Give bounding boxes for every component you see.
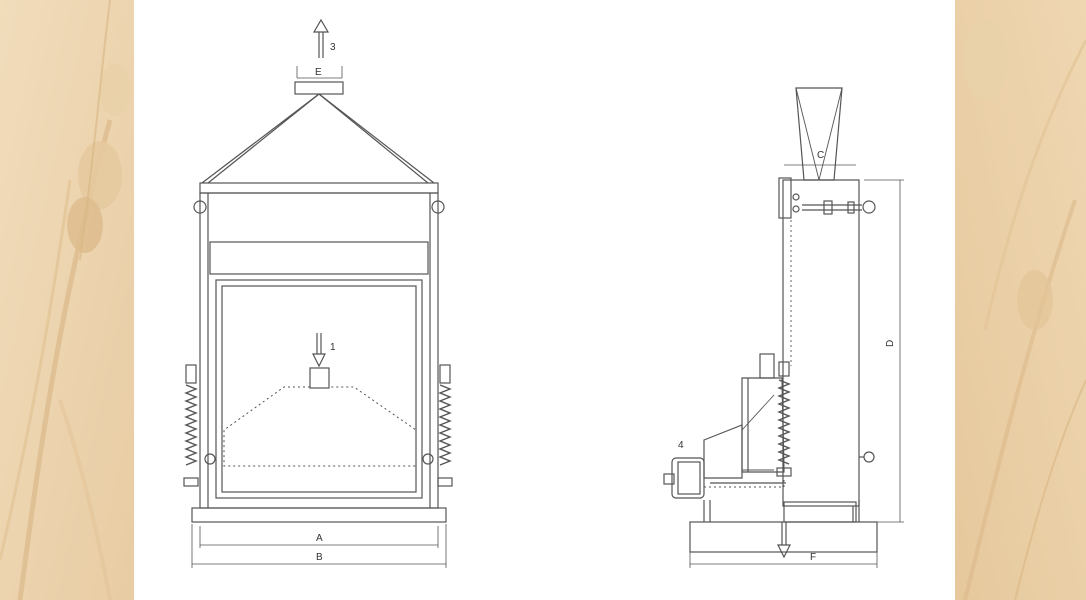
sieve-box [215, 279, 423, 499]
top-hopper [795, 87, 843, 181]
dimension-label-a: A [316, 533, 323, 544]
side-column [782, 179, 860, 507]
callout-4: 4 [678, 440, 684, 451]
spring-side [776, 361, 792, 477]
spring-left [183, 364, 199, 487]
wheat-background-right [955, 0, 1086, 600]
dimension-label-f: F [810, 552, 816, 563]
callout-3: 3 [330, 42, 336, 53]
callout-1: 1 [330, 342, 336, 353]
discharge-arrow-icon [777, 522, 791, 559]
upper-panel [209, 241, 429, 275]
dimension-label-e: E [315, 67, 322, 78]
adjusting-bolt-bottom [863, 451, 875, 463]
dimension-label-b: B [316, 552, 323, 563]
dimension-label-d: D [885, 340, 896, 347]
spring-right [437, 364, 453, 487]
wheat-background-left [0, 0, 134, 600]
machine-base [191, 507, 447, 523]
side-view: C D [663, 87, 904, 568]
adjusting-bolt-top [802, 200, 876, 215]
top-outlet-collar [294, 81, 344, 95]
dimension-label-c: C [817, 150, 824, 161]
inlet-box [309, 367, 330, 389]
machine-frame [199, 192, 439, 509]
pivot-icon [422, 453, 434, 465]
front-view: 3 E [183, 18, 453, 568]
side-base [689, 521, 878, 553]
motor-icon [663, 457, 705, 499]
technical-drawing: 3 E [134, 0, 955, 600]
outlet-arrow-icon [312, 18, 330, 58]
inlet-arrow-icon [312, 333, 326, 368]
pivot-icon [204, 453, 216, 465]
